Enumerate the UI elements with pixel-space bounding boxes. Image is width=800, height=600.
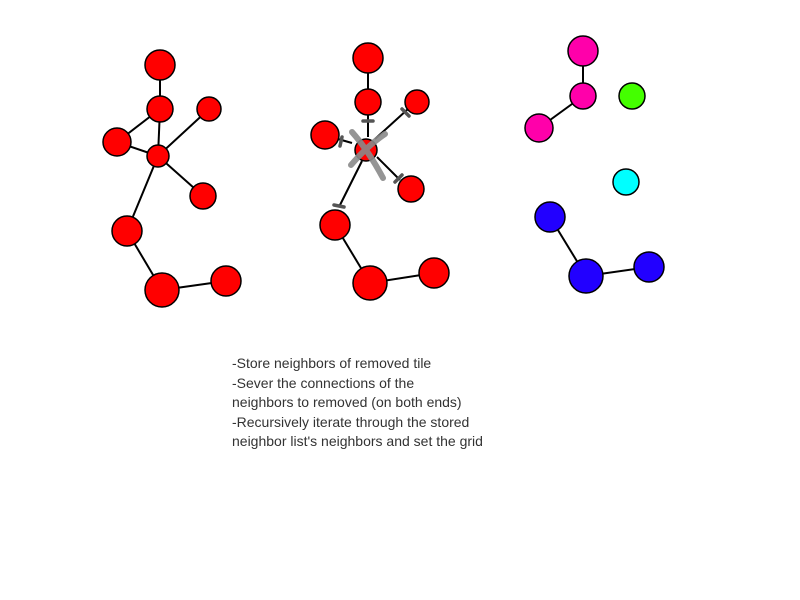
algorithm-notes: -Store neighbors of removed tile -Sever …	[232, 354, 562, 452]
graph-node	[310, 120, 340, 150]
component-cyan	[612, 168, 640, 196]
graph-node	[189, 182, 217, 210]
x-mark-stroke	[348, 131, 388, 168]
result-components	[524, 35, 665, 294]
component-node	[567, 35, 599, 67]
graph-node	[418, 257, 450, 289]
component-node	[534, 201, 566, 233]
note-line: neighbors to removed (on both ends)	[232, 394, 462, 410]
graph-node	[102, 127, 132, 157]
graph-node	[144, 272, 180, 308]
graph-node	[319, 209, 351, 241]
component-node	[612, 168, 640, 196]
graph-node	[404, 89, 430, 115]
sever-mark	[338, 135, 344, 148]
original-graph-nodes	[102, 49, 242, 308]
x-mark	[348, 129, 388, 181]
graph-node	[146, 144, 170, 168]
original-graph	[102, 49, 242, 308]
graph-node	[111, 215, 143, 247]
component-node	[569, 82, 597, 110]
graph-node	[146, 95, 174, 123]
note-line: -Recursively iterate through the stored	[232, 413, 470, 430]
graph-node	[196, 96, 222, 122]
graph-node	[352, 265, 388, 301]
graph-node	[352, 42, 384, 74]
sever-mark	[400, 107, 411, 118]
edge	[376, 156, 401, 181]
note-line: -Store neighbors of removed tile	[232, 355, 432, 371]
component-blue	[534, 201, 665, 294]
note-line: neighbor list's neighbors and set the gr…	[232, 433, 483, 449]
sever-mark	[332, 203, 346, 209]
sever-mark	[393, 173, 404, 184]
graph-node	[354, 88, 382, 116]
graph-node	[210, 265, 242, 297]
edge	[339, 160, 363, 206]
component-green	[618, 82, 646, 110]
component-node	[524, 113, 554, 143]
graph-node	[397, 175, 425, 203]
graph-node	[144, 49, 176, 81]
x-mark-stroke	[349, 129, 386, 181]
component-magenta	[524, 35, 599, 143]
component-node	[568, 258, 604, 294]
component-node	[618, 82, 646, 110]
severed-connection-marks	[332, 107, 411, 209]
component-node	[633, 251, 665, 283]
removal-graph	[310, 42, 450, 301]
note-line: -Sever the connections of the	[232, 374, 415, 391]
